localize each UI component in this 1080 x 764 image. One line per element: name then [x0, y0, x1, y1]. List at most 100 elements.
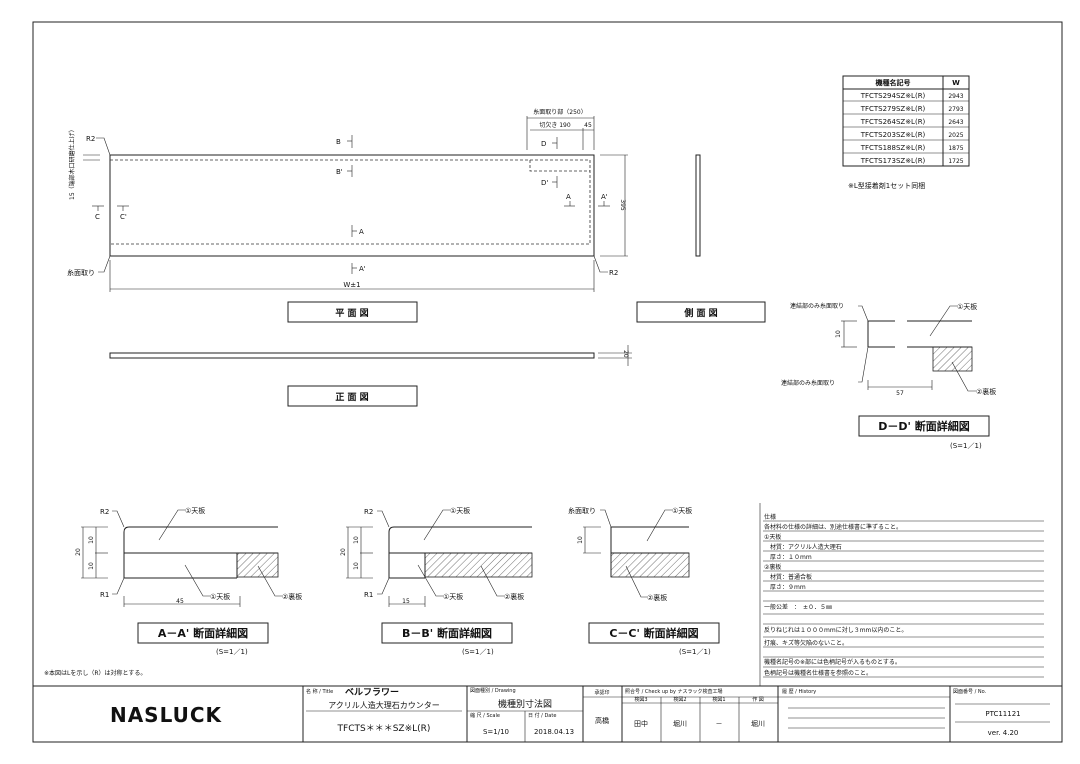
drawing-number: PTC11121 — [985, 710, 1020, 718]
table-cell: 1875 — [948, 145, 963, 152]
section-mark-a: A — [359, 228, 364, 236]
title_block-approval_label: 承認印 — [594, 689, 609, 696]
model-code: TFCTS＊＊＊SZ※L(R) — [337, 724, 431, 734]
bb-dim_10a: 10 — [353, 536, 360, 544]
section-mark-a2: A' — [359, 265, 366, 273]
bb-dim_15: 15 — [402, 598, 410, 605]
section-mark-d: D — [541, 140, 546, 148]
spec-lines-4: 厚さ：１０mm — [764, 554, 812, 561]
title_block-drawing: 機種別寸法図 — [498, 698, 552, 710]
spec-lines-9: 一般公差 ： ±０．５㎜ — [764, 603, 832, 611]
title_block-date: 2018.04.13 — [534, 728, 574, 736]
bb-scale: (S=1／1) — [462, 648, 494, 656]
chamfer-label: 糸面取り — [67, 268, 95, 277]
bb-top_board: ①天板 — [450, 506, 470, 515]
section-mark-c: C — [95, 213, 100, 221]
table-cell: 2643 — [948, 119, 963, 126]
aa-top_board: ①天板 — [185, 506, 205, 515]
title_block-check_vals-1: 堀川 — [673, 719, 687, 728]
version: ver. 4.20 — [988, 729, 1019, 737]
bb-section-detail: 20 10 10 15 R2 R1 ①天板 ①天板 ②裏板 B－B' 断面詳細図… — [340, 506, 533, 656]
bb-top_board2: ①天板 — [443, 592, 463, 601]
spec-lines-7: 厚さ：９mm — [764, 584, 806, 591]
title_block-scale_label: 縮 尺 / Scale — [470, 712, 500, 719]
dim-thickness: 20 — [622, 350, 629, 358]
title_block-date_label: 日 付 / Date — [528, 712, 556, 719]
title_block-check_cols-0: 検図3 — [634, 696, 647, 703]
section-mark-a: A — [566, 193, 571, 201]
table-cell: 2025 — [948, 132, 963, 139]
cc-scale: (S=1／1) — [679, 648, 711, 656]
spec-lines-11: 反りねじれは１０００mmに対し３mm以内のこと。 — [764, 626, 907, 634]
footnote: ※本図はLを示し（R）は対称とする。 — [44, 669, 146, 677]
r2-label: R2 — [86, 135, 95, 143]
title_block-title_sub: アクリル人造大理石カウンター — [328, 700, 440, 710]
title_block-check_vals-2: － — [716, 720, 723, 728]
aa-back_board: ②裏板 — [282, 592, 302, 601]
aa-scale: (S=1／1) — [216, 648, 248, 656]
chamfer-label: 連結部のみ糸面取り — [781, 379, 835, 387]
table-cell: TFCTS294SZ※L(R) — [860, 92, 926, 100]
front-title: 正 面 図 — [335, 392, 368, 403]
title-block: NASLUCK 名 称 / Title ベルフラワー アクリル人造大理石カウンタ… — [33, 685, 1062, 742]
dim-depth: 395 — [619, 199, 626, 211]
title_block-no_label: 図面番号 / No. — [953, 688, 987, 695]
table-cell: TFCTS188SZ※L(R) — [860, 144, 926, 152]
aa-dim_10a: 10 — [88, 536, 95, 544]
spec-lines-15: 色柄記号は機種名仕様書を参照のこと。 — [764, 669, 872, 677]
aa-section-detail: 20 10 10 45 R2 R1 ①天板 ①天板 ②裏板 A－A' 断面詳細図… — [75, 506, 302, 656]
dd-title: D－D' 断面詳細図 — [878, 419, 969, 433]
title_block-history_label: 履 歴 / History — [782, 689, 816, 695]
spec-lines-12: 打痕、キズ等欠陥のないこと。 — [764, 639, 848, 647]
table-cell: 2943 — [948, 93, 963, 100]
r2-label: R2 — [609, 269, 618, 277]
dim-width: W±1 — [343, 281, 360, 289]
chamfer-label: 連結部のみ糸面取り — [790, 302, 844, 310]
title_block-title_label: 名 称 / Title — [306, 688, 333, 695]
title_block-scale: S=1/10 — [483, 728, 509, 736]
sheet-border — [32, 21, 1063, 743]
dim-45: 45 — [584, 122, 592, 129]
section-mark-b2: B' — [336, 168, 343, 176]
cc-title: C－C' 断面詳細図 — [609, 626, 698, 640]
table-cell: TFCTS279SZ※L(R) — [860, 105, 926, 113]
aa-title: A－A' 断面詳細図 — [158, 626, 248, 640]
spec-lines-14: 機種名記号の※部には色柄記号が入るものとする。 — [764, 658, 901, 666]
cc-back_board: ②裏板 — [647, 593, 667, 602]
nasluck-logo: NASLUCK — [110, 703, 223, 727]
cc-chamfer: 糸面取り — [568, 506, 596, 515]
spec-lines-6: 材質：普通合板 — [764, 573, 812, 581]
front-view: 20 正 面 図 — [109, 345, 632, 407]
bb-back_board: ②裏板 — [504, 592, 524, 601]
section-mark-b: B — [336, 138, 341, 146]
plan-title: 平 面 図 — [335, 308, 368, 319]
aa-top_board2: ①天板 — [210, 592, 230, 601]
title_block-check_vals-0: 田中 — [634, 719, 648, 728]
title_block-check_cols-1: 検図2 — [673, 696, 686, 703]
bb-title: B－B' 断面詳細図 — [402, 626, 492, 640]
model-table: 機種名記号 W TFCTS294SZ※L(R)2943 TFCTS279SZ※L… — [842, 75, 970, 167]
cc-section-detail: 10 糸面取り ①天板 ②裏板 C－C' 断面詳細図 (S=1／1) — [568, 506, 720, 656]
title_block-check_label: 照合号 / Check up by ナスラック検査工場 — [625, 688, 723, 695]
dd-section-detail: 10 57 連結部のみ糸面取り 連結部のみ糸面取り ①天板 ②裏板 D－D' 断… — [781, 302, 996, 450]
dd-scale: (S=1／1) — [950, 442, 982, 450]
title_block-check_vals-3: 堀川 — [751, 719, 765, 728]
title_block-title_name: ベルフラワー — [345, 687, 399, 698]
spec-lines-0: 仕様 — [764, 513, 776, 521]
side-view: 側 面 図 — [636, 154, 766, 323]
back-board-label: ②裏板 — [976, 387, 996, 396]
edge-note: 15（端部木口研磨仕上げ） — [68, 126, 76, 200]
spec-lines-3: 材質：アクリル人造大理石 — [764, 543, 842, 551]
spec-lines-2: ①天板 — [764, 533, 781, 541]
spec-notes: 仕様 各材料の仕様の詳細は、別途仕様書に準ずること。 ①天板 材質：アクリル人造… — [759, 503, 1044, 686]
table-cell: 2793 — [948, 106, 963, 113]
title_block-drawing_label: 図面種別 / Drawing — [470, 687, 516, 694]
bb-r1: R1 — [364, 591, 373, 599]
title_block-approval: 高橋 — [595, 716, 609, 725]
table-cell: TFCTS264SZ※L(R) — [860, 118, 926, 126]
table-cell: TFCTS173SZ※L(R) — [860, 157, 926, 165]
section-mark-c2: C' — [120, 213, 127, 221]
title_block-check_cols-2: 検図1 — [712, 696, 725, 703]
table-header: 機種名記号 — [876, 78, 911, 87]
